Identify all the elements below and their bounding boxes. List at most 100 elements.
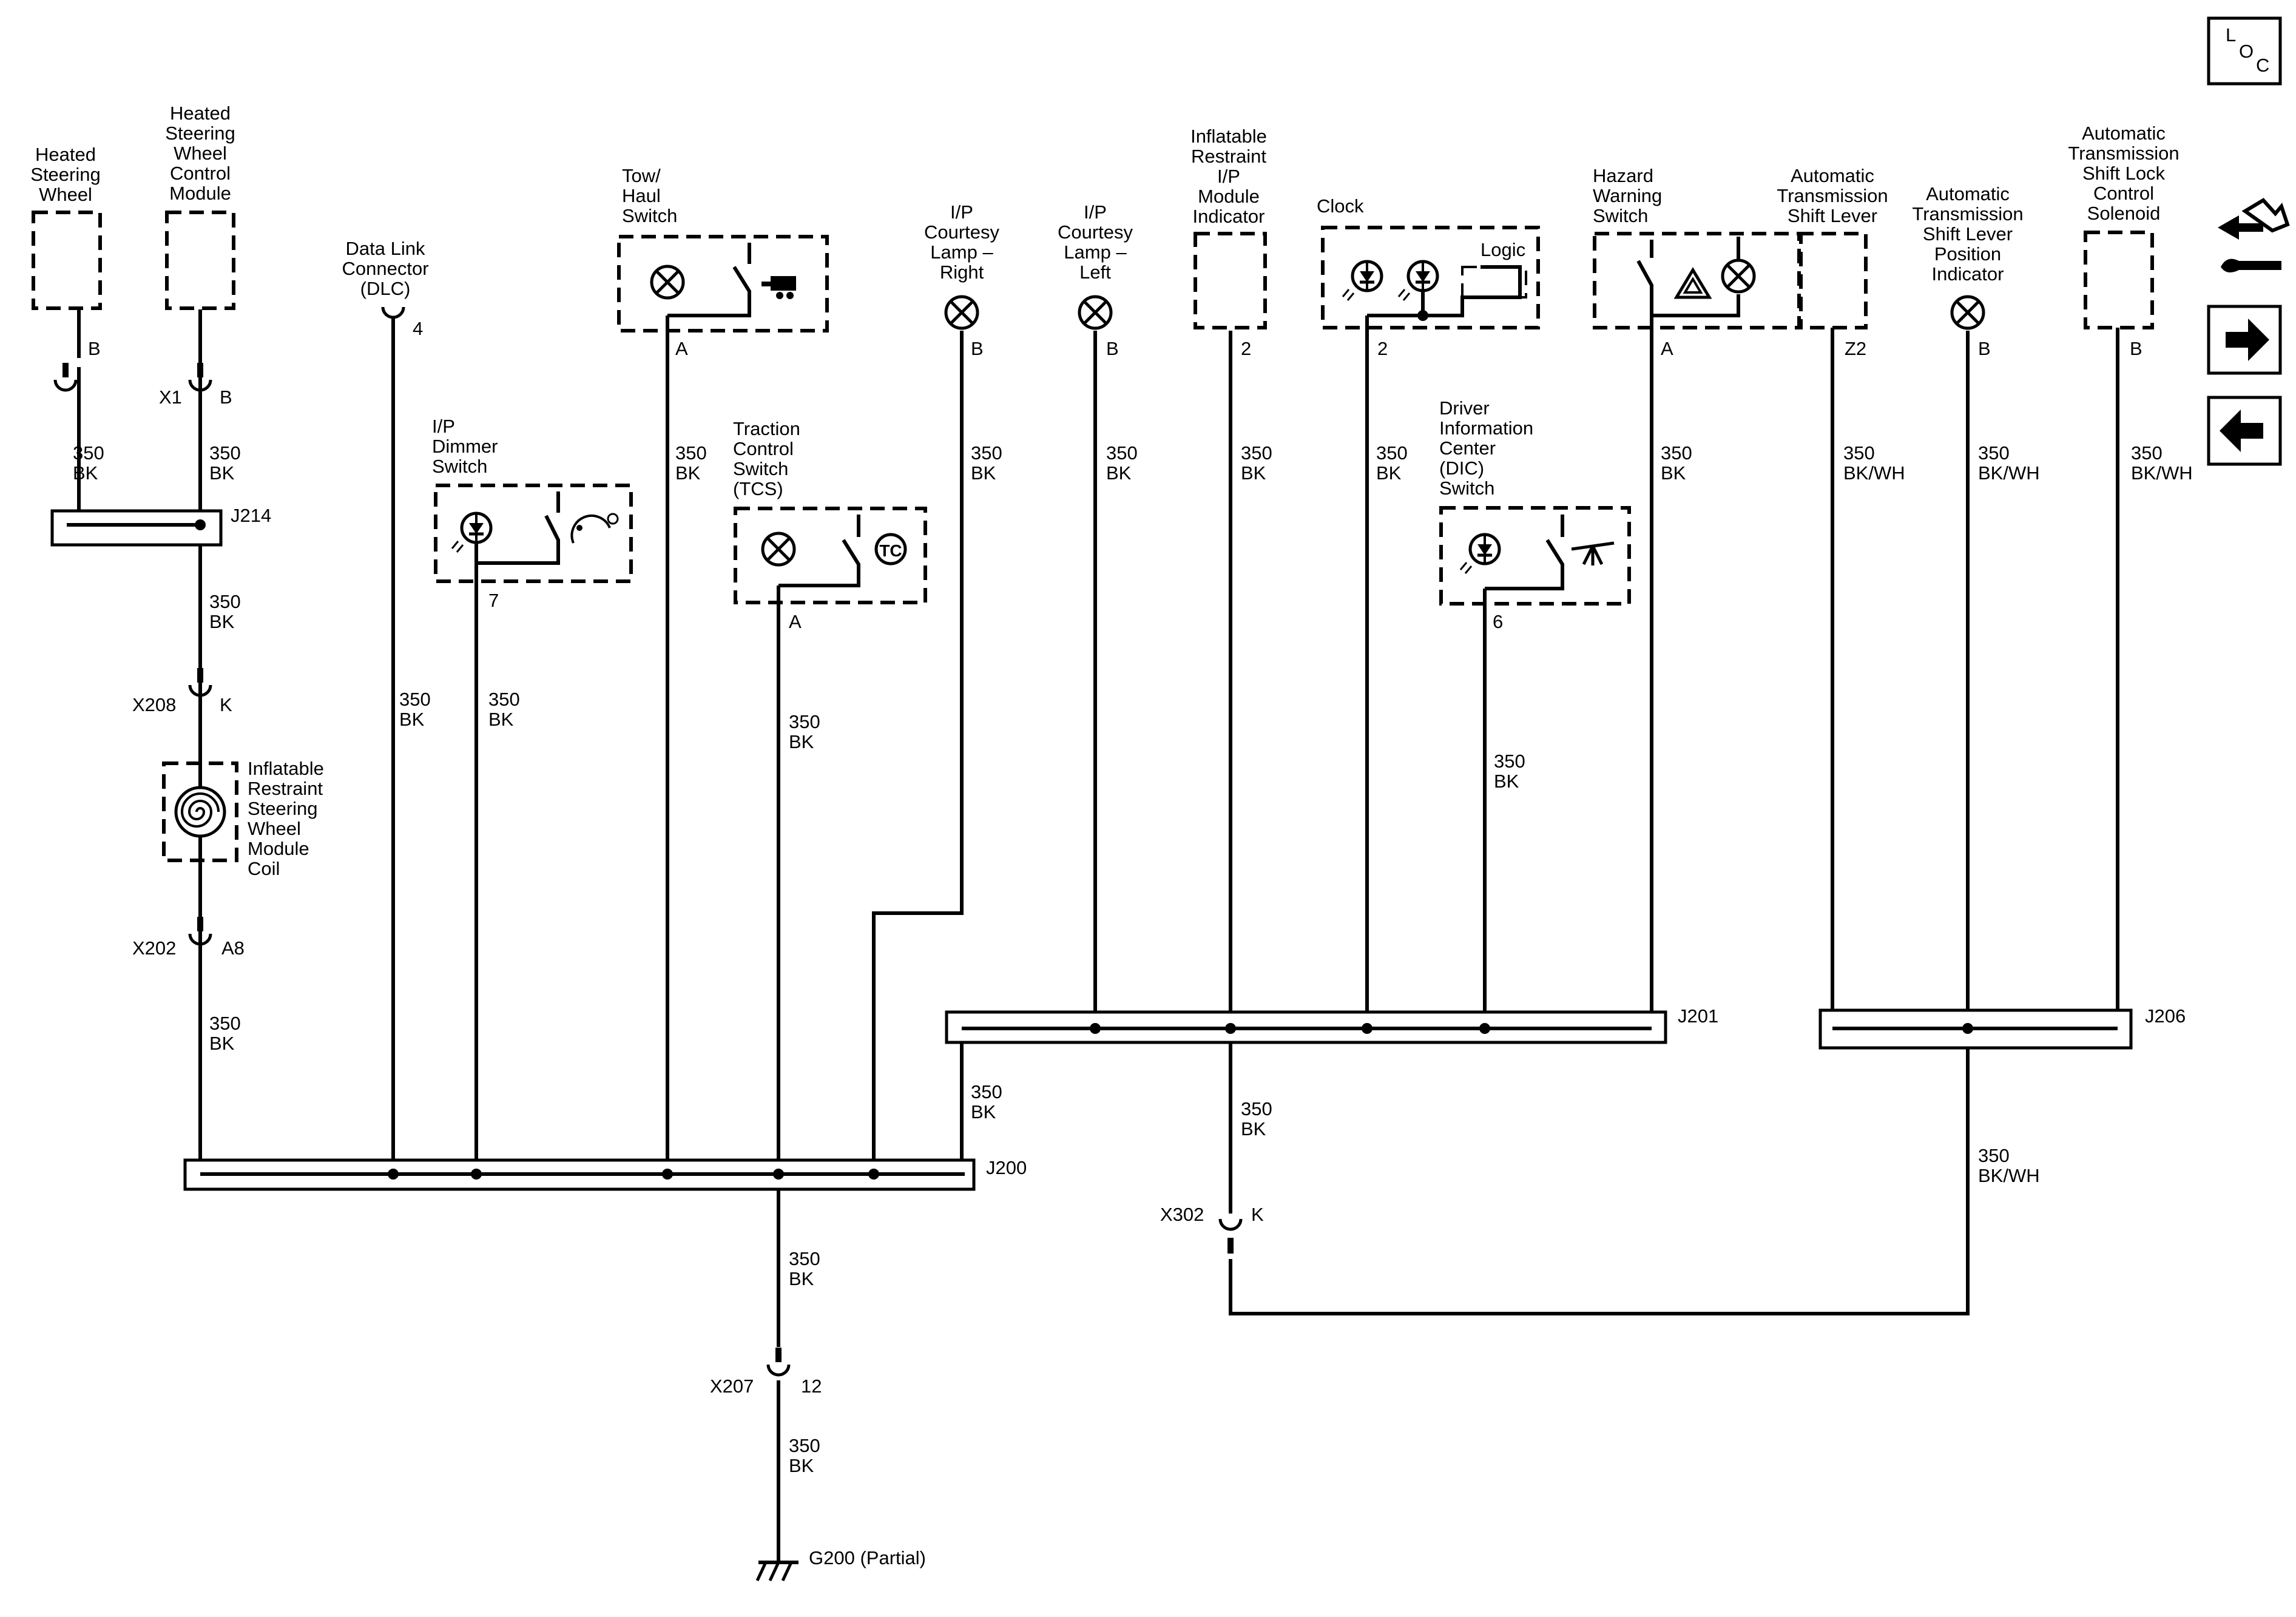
- svg-text:Dimmer: Dimmer: [432, 436, 498, 457]
- svg-text:BK: BK: [789, 1268, 814, 1289]
- shift-lever-pin: Z2: [1845, 338, 1866, 359]
- svg-text:Inflatable: Inflatable: [1190, 126, 1267, 147]
- ir-ip-module-indicator: Inflatable Restraint I/P Module Indicato…: [1190, 126, 1267, 359]
- x207-label: X207: [710, 1376, 754, 1397]
- heated-steering-wheel: Heated Steering Wheel B: [30, 144, 102, 390]
- hazard-pin: A: [1661, 338, 1673, 359]
- lamp-left-pin: B: [1106, 338, 1119, 359]
- loc-button[interactable]: L O C: [2207, 16, 2282, 86]
- connector-x207: X207 12: [710, 1348, 822, 1397]
- svg-text:Courtesy: Courtesy: [924, 221, 1000, 243]
- svg-text:350: 350: [675, 442, 707, 464]
- svg-text:Switch: Switch: [432, 456, 487, 477]
- svg-text:Automatic: Automatic: [2082, 123, 2166, 144]
- svg-text:350: 350: [789, 1435, 820, 1456]
- svg-text:BK: BK: [971, 1101, 996, 1122]
- svg-text:Traction: Traction: [733, 418, 800, 439]
- x302-label: X302: [1160, 1204, 1204, 1225]
- next-arrow-icon[interactable]: [2207, 305, 2282, 375]
- svg-text:Information: Information: [1439, 417, 1533, 439]
- x207-pin: 12: [801, 1376, 822, 1397]
- shift-position-pin: B: [1978, 338, 1991, 359]
- svg-text:BK/WH: BK/WH: [1978, 462, 2040, 484]
- svg-text:BK: BK: [209, 611, 235, 632]
- j201-label: J201: [1678, 1005, 1718, 1027]
- svg-text:BK: BK: [1376, 462, 1402, 484]
- svg-text:Control: Control: [170, 163, 231, 184]
- ir-steering-wheel-coil: Inflatable Restraint Steering Wheel Modu…: [162, 758, 324, 879]
- svg-text:I/P: I/P: [1217, 166, 1240, 187]
- svg-text:Switch: Switch: [1439, 478, 1494, 499]
- svg-text:Right: Right: [940, 262, 984, 283]
- svg-text:(DIC): (DIC): [1439, 457, 1484, 479]
- svg-text:Connector: Connector: [342, 258, 428, 279]
- x1-label: X1: [159, 387, 182, 408]
- splice-j201: J201: [945, 1005, 1718, 1044]
- svg-text:BK: BK: [1661, 462, 1686, 484]
- svg-text:Solenoid: Solenoid: [2087, 203, 2161, 224]
- hazard-warning-switch: Hazard Warning Switch A: [1593, 165, 1803, 359]
- svg-text:350: 350: [1241, 1098, 1272, 1119]
- connector-x208: X208 K: [132, 668, 232, 715]
- svg-text:Shift Lever: Shift Lever: [1788, 205, 1877, 226]
- j200-label: J200: [986, 1157, 1027, 1178]
- ip-courtesy-lamp-right: I/P Courtesy Lamp – Right B: [924, 201, 1000, 359]
- connector-wrench-icon[interactable]: [2218, 198, 2290, 272]
- svg-text:350: 350: [1978, 442, 2010, 464]
- svg-text:BK: BK: [73, 462, 98, 484]
- svg-text:Module: Module: [169, 183, 231, 204]
- hsw-label-2: Steering: [30, 164, 100, 185]
- dlc-pin: 4: [413, 318, 423, 339]
- clock: Clock Logic 2: [1317, 195, 1540, 359]
- svg-text:Module: Module: [248, 838, 309, 859]
- svg-text:350: 350: [1241, 442, 1272, 464]
- svg-text:BK: BK: [675, 462, 701, 484]
- svg-text:BK: BK: [1241, 462, 1266, 484]
- tcs-pin: A: [789, 611, 802, 632]
- svg-text:BK: BK: [971, 462, 996, 484]
- svg-text:Driver: Driver: [1439, 397, 1490, 419]
- svg-text:O: O: [2239, 41, 2254, 62]
- svg-text:Lamp –: Lamp –: [930, 241, 993, 263]
- svg-text:BK: BK: [1494, 771, 1519, 792]
- at-shift-lever-position-indicator: Automatic Transmission Shift Lever Posit…: [1912, 183, 2023, 359]
- svg-text:350: 350: [1494, 751, 1525, 772]
- j206-label: J206: [2145, 1005, 2186, 1027]
- ip-dimmer-switch: I/P Dimmer Switch 7: [432, 416, 633, 611]
- lamp-right-pin: B: [971, 338, 984, 359]
- svg-text:Coil: Coil: [248, 858, 280, 879]
- svg-text:BK/WH: BK/WH: [1843, 462, 1905, 484]
- svg-text:Steering: Steering: [165, 123, 235, 144]
- dimmer-pin: 7: [488, 590, 499, 611]
- x208-label: X208: [132, 694, 176, 715]
- svg-text:Inflatable: Inflatable: [248, 758, 324, 779]
- svg-text:Indicator: Indicator: [1193, 206, 1265, 227]
- at-shift-lever: Automatic Transmission Shift Lever Z2: [1777, 165, 1888, 359]
- svg-text:Switch: Switch: [733, 458, 788, 479]
- svg-text:BK: BK: [399, 709, 425, 730]
- ground-g200: G200 (Partial): [755, 1547, 926, 1582]
- svg-text:BK: BK: [1106, 462, 1132, 484]
- svg-text:I/P: I/P: [950, 201, 973, 223]
- svg-text:350: 350: [2131, 442, 2163, 464]
- svg-text:BK/WH: BK/WH: [1978, 1165, 2040, 1186]
- traction-control-switch: Traction Control Switch (TCS) TC A: [733, 418, 927, 632]
- x208-pin: K: [220, 694, 232, 715]
- svg-text:Control: Control: [733, 438, 794, 459]
- previous-arrow-icon[interactable]: [2207, 396, 2282, 466]
- svg-text:Data Link: Data Link: [346, 238, 425, 259]
- wires: [77, 309, 2119, 1562]
- svg-text:350: 350: [1843, 442, 1875, 464]
- svg-text:350: 350: [209, 1013, 241, 1034]
- svg-text:350: 350: [399, 689, 431, 710]
- svg-text:TC: TC: [879, 541, 902, 560]
- svg-text:350: 350: [971, 442, 1002, 464]
- hsw-label-1: Heated: [35, 144, 96, 165]
- svg-text:Restraint: Restraint: [1191, 146, 1266, 167]
- hsw-control-module: Heated Steering Wheel Control Module X1 …: [159, 103, 235, 408]
- hsw-pin: B: [88, 338, 101, 359]
- svg-text:Module: Module: [1198, 186, 1260, 207]
- dic-pin: 6: [1493, 611, 1503, 632]
